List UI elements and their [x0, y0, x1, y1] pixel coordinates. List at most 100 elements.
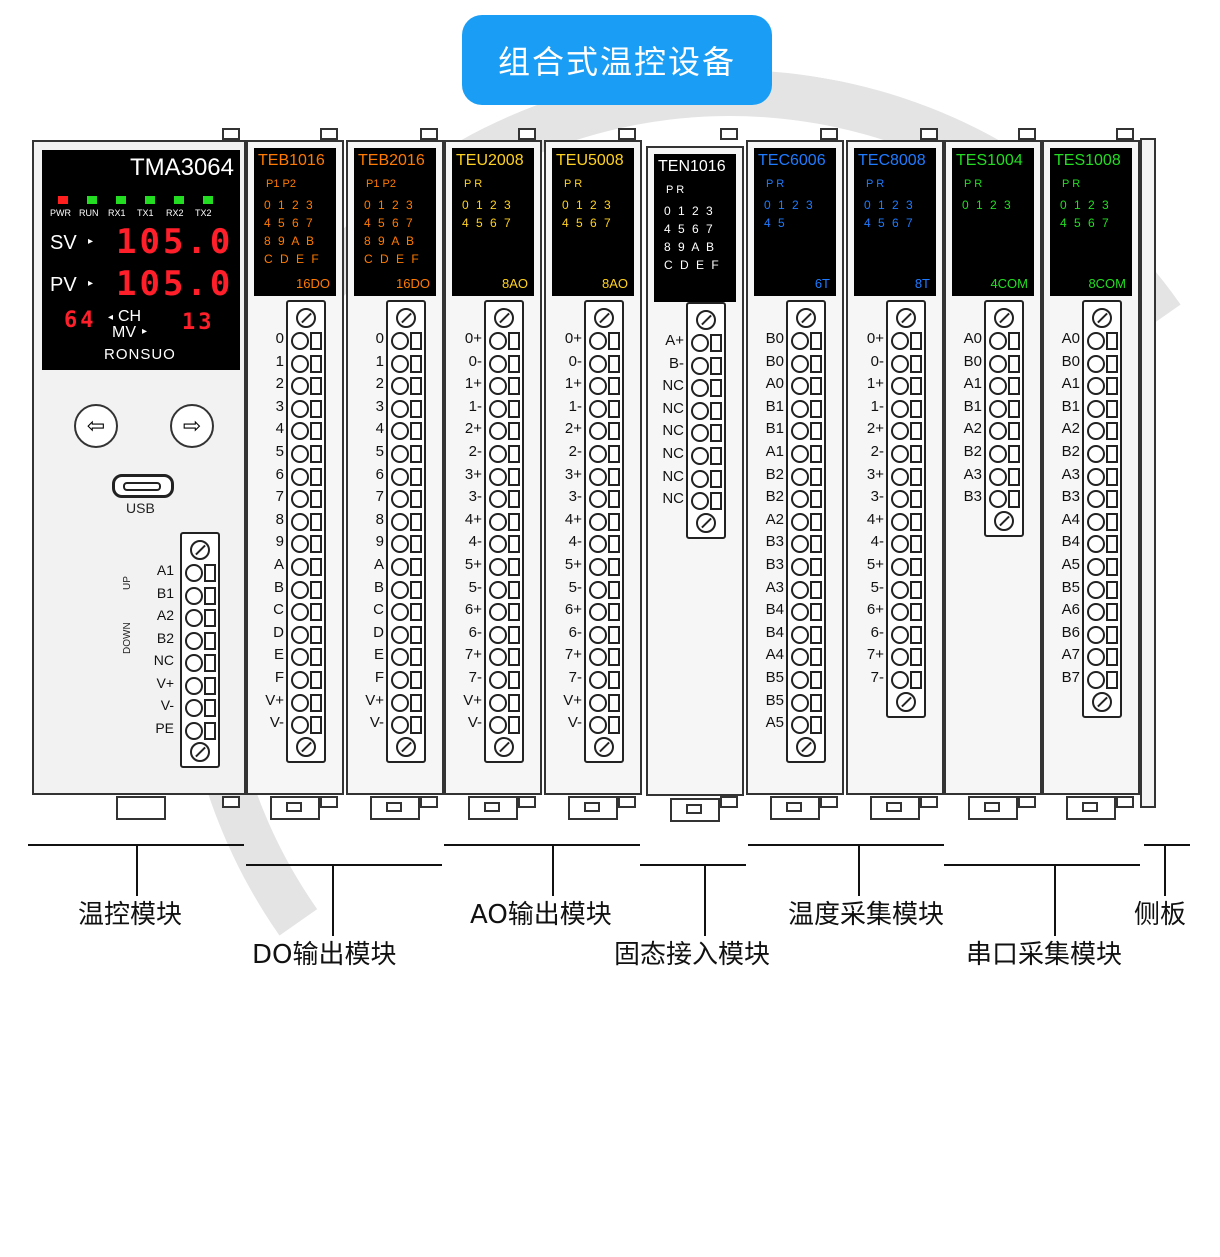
- terminal-label: A+: [665, 332, 684, 349]
- arrow-right-icon[interactable]: ⇨: [170, 404, 214, 448]
- terminal-screw: [1087, 535, 1105, 554]
- leader-line: [332, 864, 334, 936]
- terminal-clamp: [508, 625, 520, 644]
- status-led-label: TX1: [137, 208, 154, 218]
- usb-port[interactable]: [112, 474, 174, 498]
- status-led-label: TX2: [195, 208, 212, 218]
- terminal-screw: [291, 535, 309, 554]
- terminal-label: 4+: [464, 510, 482, 528]
- screw-icon: [594, 736, 614, 757]
- terminal-screw: [291, 603, 309, 622]
- terminal-label: B: [273, 578, 284, 596]
- sv-arrow-icon: ▸: [88, 236, 94, 247]
- terminal-clamp: [1106, 422, 1118, 441]
- terminal-clamp: [1008, 490, 1020, 509]
- terminal-label: V+: [265, 691, 284, 709]
- terminal-screw: [891, 512, 909, 531]
- module-pr-label: P1 P2: [366, 178, 396, 190]
- terminal-screw: [391, 422, 409, 441]
- terminal-screw: [589, 693, 607, 712]
- terminal-clamp: [1106, 354, 1118, 373]
- terminal-screw: [1087, 490, 1105, 509]
- terminal-screw: [291, 716, 309, 735]
- terminal-screw: [391, 580, 409, 599]
- module-pr-label: P R: [866, 178, 885, 190]
- terminal-label: V-: [567, 714, 582, 732]
- terminal-label: 6: [375, 465, 384, 483]
- terminal-strip: [1082, 300, 1122, 718]
- terminal-clamp: [410, 603, 422, 622]
- terminal-screw: [185, 676, 203, 695]
- bracket-line: [246, 864, 442, 866]
- status-led-label: RX2: [166, 208, 184, 218]
- terminal-screw: [891, 558, 909, 576]
- channel-row: 4 5 6 7: [664, 222, 713, 236]
- channel-row: 0 1 2 3: [962, 198, 1011, 212]
- screw-icon: [494, 308, 514, 328]
- status-led: [203, 196, 213, 204]
- terminal-label: A2: [1061, 420, 1080, 438]
- terminal-label: B6: [1061, 623, 1080, 641]
- terminal-screw: [1087, 332, 1105, 350]
- screw-slot: [701, 314, 712, 326]
- terminal-clamp: [1106, 332, 1118, 350]
- terminal-label: B4: [765, 601, 784, 619]
- terminal-clamp: [310, 558, 322, 576]
- top-connector: [1116, 128, 1134, 140]
- terminal-clamp: [310, 399, 322, 418]
- terminal-clamp: [910, 377, 922, 396]
- terminal-clamp: [608, 671, 620, 689]
- terminal-screw: [291, 671, 309, 689]
- terminal-screw: [185, 631, 203, 650]
- leader-line: [136, 844, 138, 896]
- terminal-label: B5: [765, 669, 784, 686]
- arrow-left-icon[interactable]: ⇦: [74, 404, 118, 448]
- status-led: [174, 196, 184, 204]
- terminal-label: 8: [375, 510, 384, 528]
- bracket-line: [748, 844, 944, 846]
- terminal-screw: [489, 399, 507, 418]
- terminal-label: A2: [765, 510, 784, 528]
- leader-line: [1054, 864, 1056, 936]
- terminal-clamp: [1106, 467, 1118, 486]
- screw-slot: [401, 741, 412, 753]
- terminal-screw: [1087, 377, 1105, 396]
- terminal-label: A7: [1061, 646, 1080, 664]
- top-connector: [720, 128, 738, 140]
- terminal-screw: [891, 445, 909, 463]
- bottom-connector: [720, 796, 738, 808]
- screw-slot: [901, 696, 912, 707]
- terminal-strip: [386, 300, 426, 763]
- terminal-label: 7-: [468, 669, 482, 686]
- terminal-clamp: [608, 648, 620, 667]
- terminal-clamp: [910, 399, 922, 418]
- terminal-clamp: [910, 558, 922, 576]
- module-model: TEU5008: [556, 152, 624, 169]
- terminal-screw: [291, 512, 309, 531]
- terminal-label: 7+: [464, 646, 482, 664]
- module-type: 8T: [914, 276, 930, 291]
- terminal-clamp: [910, 648, 922, 667]
- terminal-clamp: [810, 535, 822, 554]
- terminal-screw: [489, 648, 507, 667]
- screw-slot: [195, 544, 206, 556]
- terminal-label: 1+: [866, 375, 884, 393]
- terminal-clamp: [508, 671, 520, 689]
- terminal-screw: [489, 354, 507, 373]
- terminal-clamp: [310, 648, 322, 667]
- terminal-clamp: [508, 512, 520, 531]
- terminal-label: A0: [1061, 330, 1080, 347]
- module-pr-label: P R: [766, 178, 785, 190]
- terminal-clamp: [310, 693, 322, 712]
- screw-icon: [696, 310, 716, 330]
- terminal-clamp: [1008, 377, 1020, 396]
- terminal-clamp: [810, 580, 822, 599]
- top-connector: [1018, 128, 1036, 140]
- terminal-screw: [391, 399, 409, 418]
- terminal-label: B2: [156, 629, 174, 646]
